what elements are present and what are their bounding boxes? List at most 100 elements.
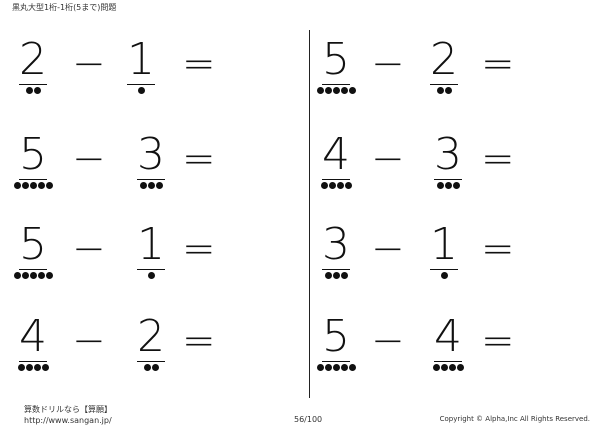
count-dot [340,272,348,279]
digit-underline [137,269,165,270]
digit-underline [137,361,165,362]
minus-sign: − [72,136,106,182]
count-dot [45,182,53,189]
equals-sign: = [481,318,515,364]
count-dot [344,182,352,189]
counting-dots [118,87,164,95]
count-dot [348,87,356,94]
counting-dots [421,87,467,95]
minuend: 3 [313,223,359,283]
digit-underline [137,179,165,180]
counting-dots [313,364,359,372]
counting-dots [128,272,174,280]
subtrahend: 4 [425,315,471,375]
equals-sign: = [182,226,216,272]
count-dot [316,87,324,94]
count-dot [348,364,356,371]
count-dot [155,182,163,189]
count-dot [440,272,448,279]
minuend-digit: 4 [19,311,47,362]
minuend-digit: 5 [322,311,350,362]
count-dot [340,364,348,371]
minus-sign: − [371,318,405,364]
minuend-digit: 5 [322,34,350,85]
digit-underline [430,84,458,85]
digit-underline [322,269,350,270]
problem-8: 5 − 4 = [313,315,553,375]
counting-dots [10,87,56,95]
digit-underline [322,84,350,85]
count-dot [324,364,332,371]
count-dot [444,182,452,189]
digit-underline [19,179,47,180]
count-dot [41,364,49,371]
count-dot [452,182,460,189]
digit-underline [322,179,350,180]
count-dot [21,272,29,279]
count-dot [324,272,332,279]
counting-dots [10,182,56,190]
count-dot [45,272,53,279]
subtrahend: 1 [118,38,164,98]
minuend-digit: 3 [322,219,350,270]
footer-site-info: 算数ドリルなら【算願】 http://www.sangan.jp/ [24,404,112,426]
equals-sign: = [481,226,515,272]
problem-7: 4 − 2 = [10,315,250,375]
footer-url-link[interactable]: http://www.sangan.jp/ [24,416,112,425]
count-dot [436,87,444,94]
count-dot [33,364,41,371]
equals-sign: = [481,136,515,182]
worksheet-title: 黒丸大型1桁-1桁(5まで)問題 [12,3,117,12]
count-dot [137,87,145,94]
count-dot [328,182,336,189]
counting-dots [128,364,174,372]
count-dot [29,272,37,279]
problem-4: 4 − 3 = [313,133,553,193]
count-dot [332,364,340,371]
subtrahend-digit: 1 [137,219,165,270]
subtrahend-digit: 1 [430,219,458,270]
count-dot [440,364,448,371]
count-dot [332,272,340,279]
equals-sign: = [182,136,216,182]
page-number: 56/100 [294,415,323,424]
problem-1: 2 − 1 = [10,38,250,98]
subtrahend: 2 [128,315,174,375]
count-dot [37,272,45,279]
count-dot [324,87,332,94]
digit-underline [434,179,462,180]
subtrahend: 1 [421,223,467,283]
count-dot [13,272,21,279]
count-dot [436,182,444,189]
minuend-digit: 5 [19,219,47,270]
counting-dots [421,272,467,280]
subtrahend-digit: 1 [127,34,155,85]
digit-underline [19,361,47,362]
subtrahend-digit: 2 [137,311,165,362]
counting-dots [425,364,471,372]
equals-sign: = [182,41,216,87]
subtrahend: 1 [128,223,174,283]
minus-sign: − [72,226,106,272]
minuend: 2 [10,38,56,98]
minuend: 4 [313,133,359,193]
minuend: 4 [10,315,56,375]
subtrahend: 3 [128,133,174,193]
problem-5: 5 − 1 = [10,223,250,283]
minuend: 5 [10,133,56,193]
counting-dots [313,272,359,280]
count-dot [448,364,456,371]
counting-dots [313,87,359,95]
count-dot [25,87,33,94]
counting-dots [10,364,56,372]
digit-underline [322,361,350,362]
count-dot [432,364,440,371]
counting-dots [313,182,359,190]
count-dot [151,364,159,371]
digit-underline [19,269,47,270]
counting-dots [425,182,471,190]
minuend-digit: 2 [19,34,47,85]
count-dot [147,272,155,279]
counting-dots [10,272,56,280]
problem-2: 5 − 2 = [313,38,553,98]
